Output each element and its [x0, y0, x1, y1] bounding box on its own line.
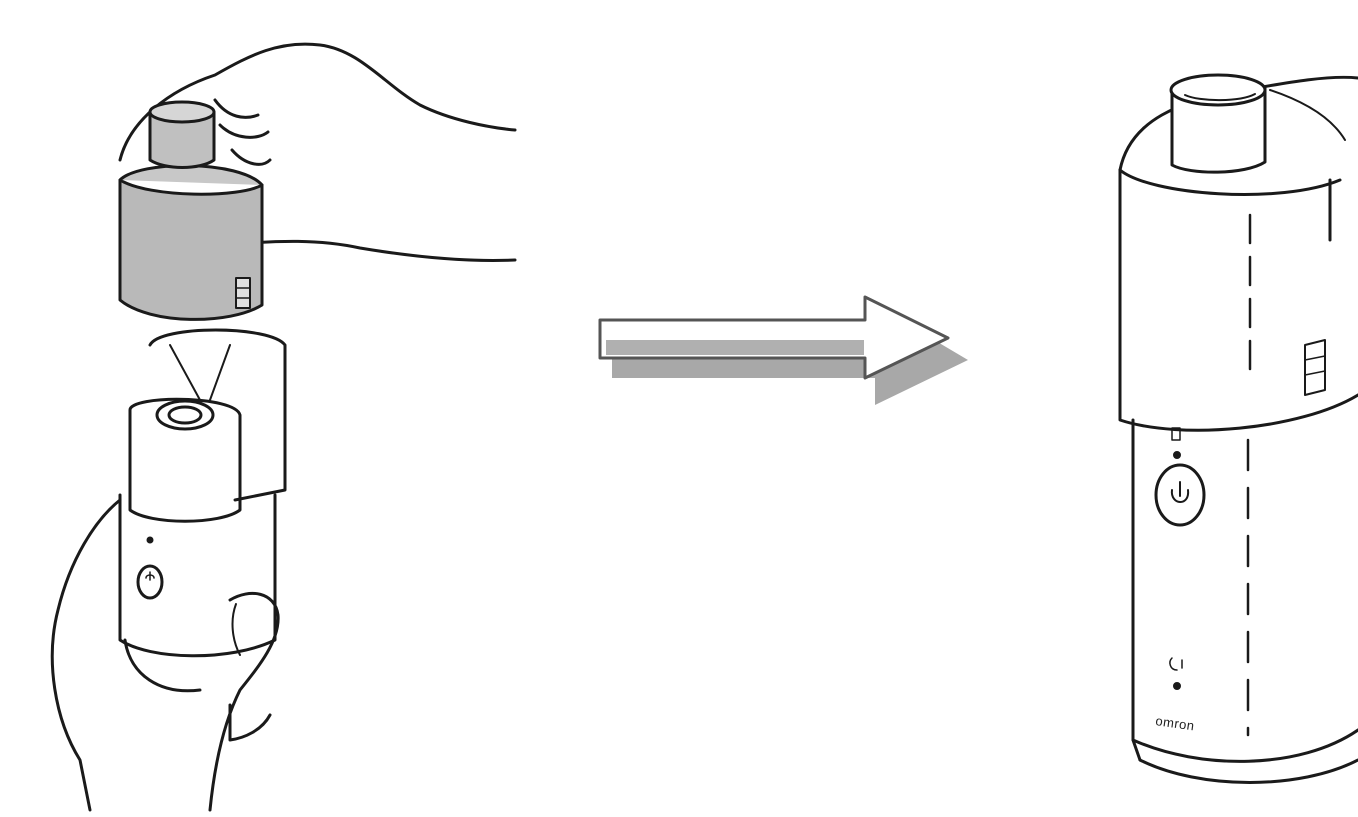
mouthpiece-drawing — [1171, 75, 1265, 172]
direction-arrow — [600, 297, 968, 405]
right-step-drawing — [1120, 75, 1358, 783]
brand-logo-text: omron — [1155, 713, 1196, 733]
left-step-drawing — [52, 44, 515, 810]
medication-cup-drawing — [120, 102, 262, 319]
arrow-inner-shade — [606, 340, 864, 355]
power-button[interactable] — [1156, 465, 1204, 525]
